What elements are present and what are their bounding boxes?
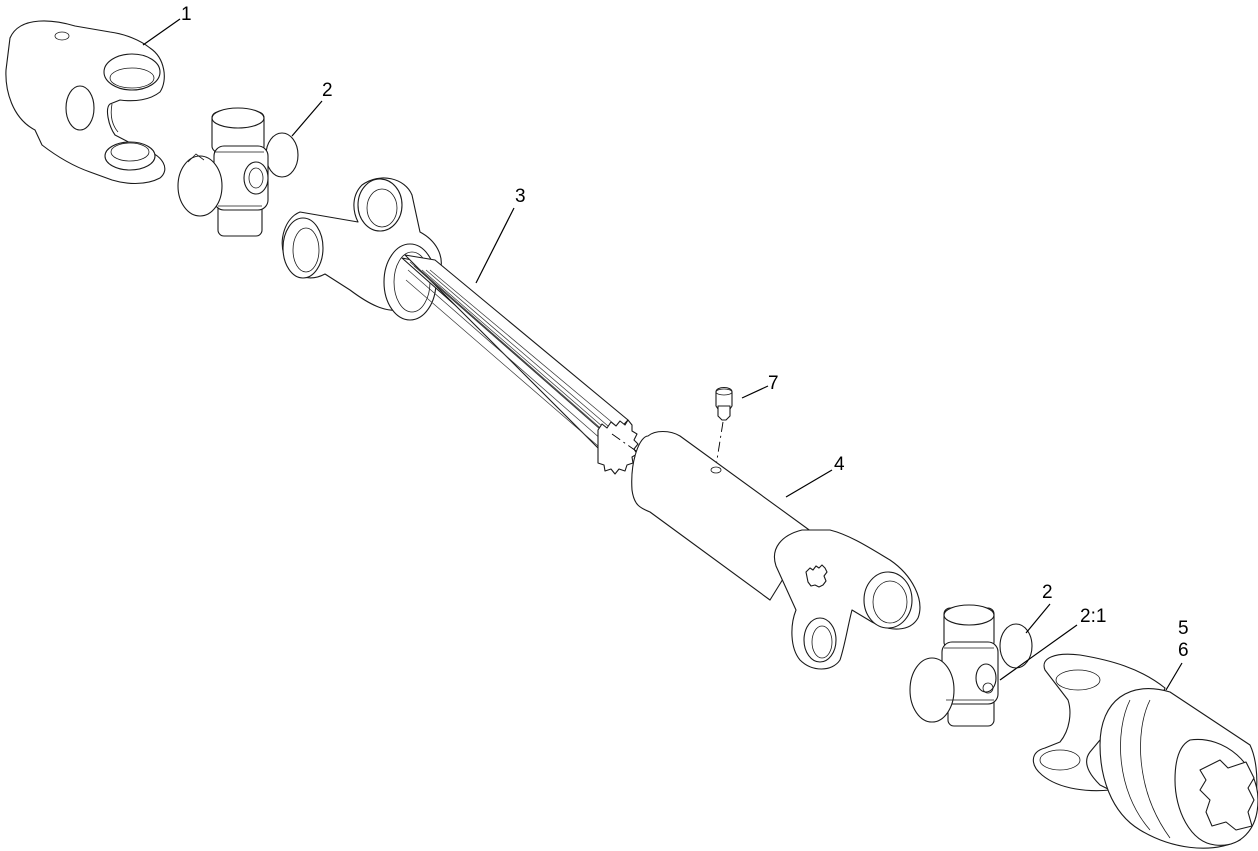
callout-2-upper[interactable]: 2 [322, 80, 333, 101]
grease-fitting-part[interactable] [715, 386, 733, 467]
callout-6[interactable]: 6 [1178, 640, 1189, 661]
callout-3[interactable]: 3 [515, 186, 526, 207]
callout-1[interactable]: 1 [181, 4, 192, 25]
leader-lines [142, 18, 1183, 691]
cross-bearing-upper-part[interactable] [177, 107, 299, 237]
cross-bearing-lower-part[interactable] [909, 604, 1033, 727]
splined-shaft-part[interactable] [281, 177, 639, 475]
tube-yoke-part[interactable] [631, 430, 921, 670]
yoke-inboard-part[interactable] [5, 20, 166, 185]
callout-2-lower[interactable]: 2 [1042, 582, 1053, 603]
callout-2-1[interactable]: 2:1 [1080, 606, 1107, 627]
quick-disconnect-yoke-part[interactable] [1032, 653, 1258, 849]
callout-5[interactable]: 5 [1178, 618, 1189, 639]
callout-4[interactable]: 4 [834, 454, 845, 475]
callout-7[interactable]: 7 [768, 373, 779, 394]
